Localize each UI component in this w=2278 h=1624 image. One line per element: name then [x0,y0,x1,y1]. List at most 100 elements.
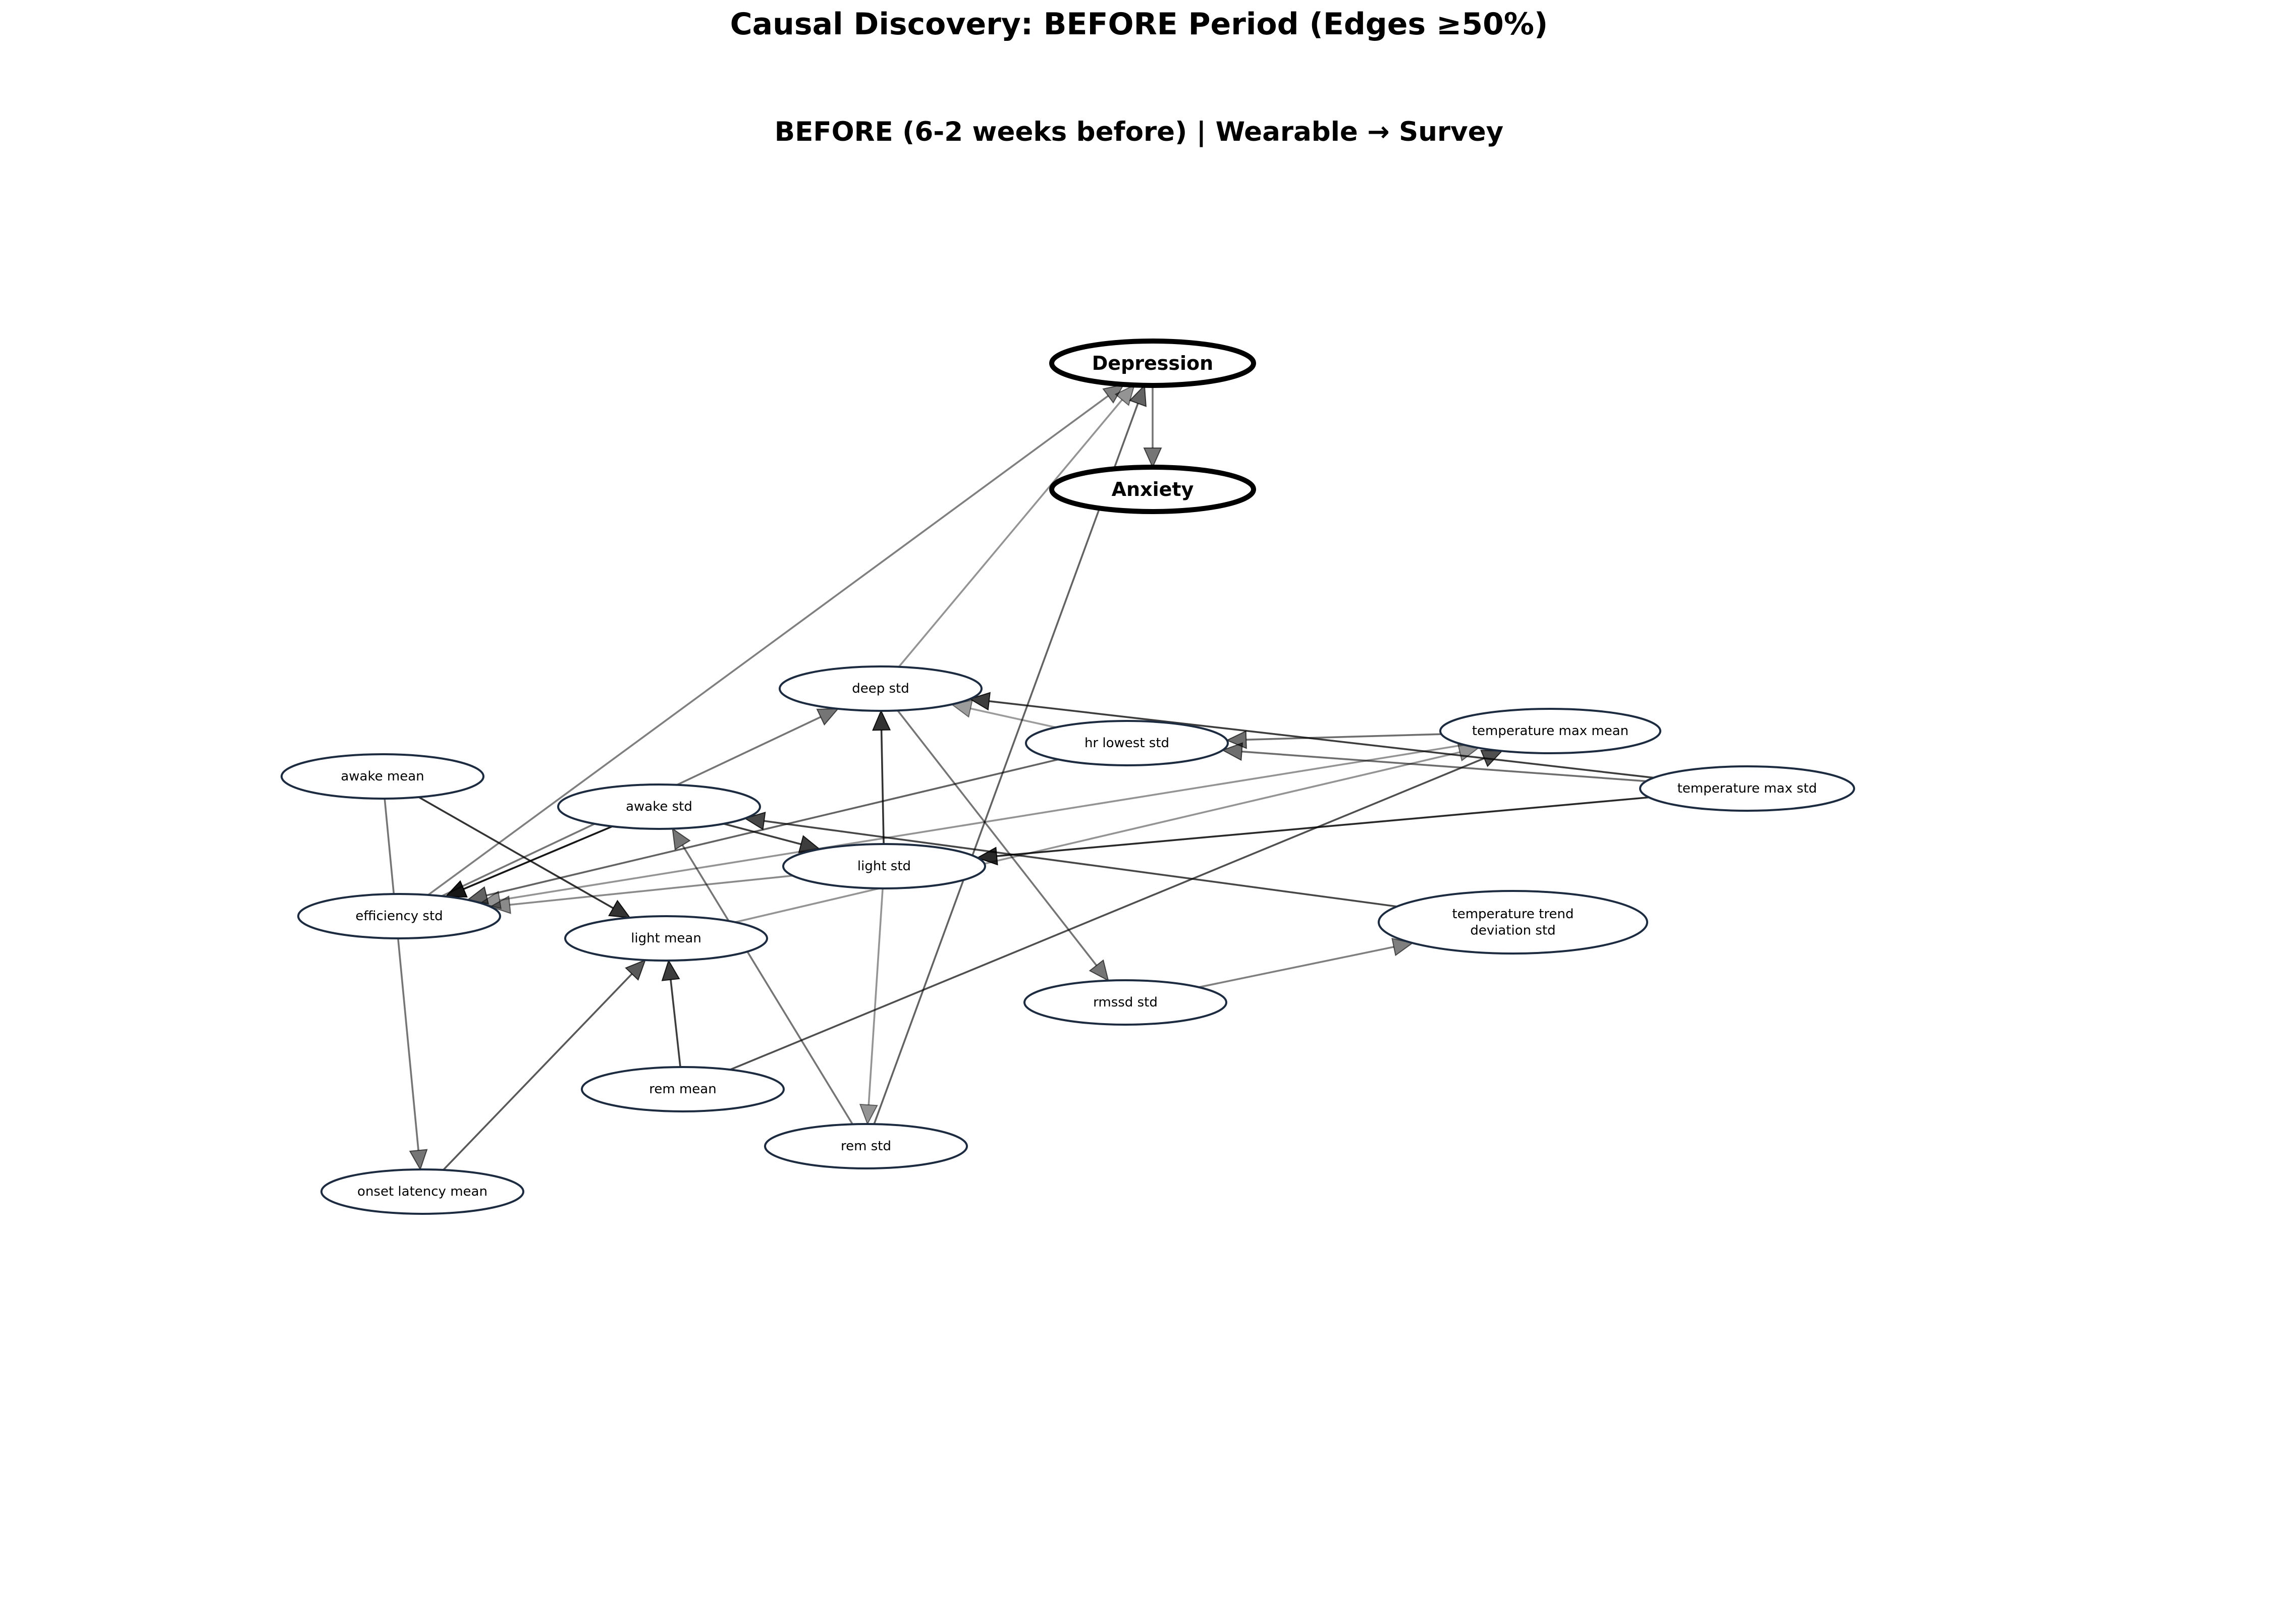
edge-temperature_max_std-to-deep_std [968,692,1654,779]
edge-line [681,845,853,1125]
edge-rem_mean-to-temperature_max_mean [730,750,1503,1071]
edge-arrowhead [445,880,468,898]
edge-arrowhead [1129,384,1147,407]
edge-line [1246,733,1442,741]
node-awake-std: awake std [557,783,761,830]
edge-rem_std-to-awake_std [672,827,853,1125]
edge-light_std-to-deep_std [872,709,891,845]
edge-line [730,757,1485,1071]
node-label: light mean [631,931,701,946]
node-rmssd-std: rmssd std [1023,979,1227,1026]
edge-arrowhead [1143,447,1162,469]
edge-line [443,973,633,1171]
edge-arrowhead [968,692,991,711]
edge-line [873,403,1139,1125]
node-onset-latency-mean: onset latency mean [320,1168,524,1215]
node-ellipse [782,843,986,889]
edge-line [989,700,1654,779]
figure-title: Causal Discovery: BEFORE Period (Edges ≥… [730,7,1548,42]
edge-light_std-to-efficiency_std [489,874,793,914]
edge-arrowhead [661,959,680,981]
node-rem-mean: rem mean [581,1066,785,1112]
panel-subtitle: BEFORE (6-2 weeks before) | Wearable → S… [775,117,1503,147]
edge-line [764,820,1397,908]
edge-arrowhead [489,895,511,914]
node-label: rem std [841,1139,891,1154]
node-anxiety: Anxiety [1049,465,1256,514]
node-deep-std: deep std [779,665,983,712]
node-label: temperature max mean [1472,723,1629,739]
edge-rmssd_std-to-temperature_trend_deviation_std [1199,937,1414,988]
node-ellipse [764,1123,968,1169]
node-ellipse [1049,465,1256,514]
node-light-mean: light mean [564,915,768,962]
node-label: rmssd std [1093,995,1158,1010]
edge-awake_std-to-efficiency_std [445,825,613,898]
edge-arrowhead [872,709,891,731]
node-light-std: light std [782,843,986,889]
node-depression: Depression [1049,339,1256,388]
edge-line [1241,750,1647,782]
node-ellipse [581,1066,785,1112]
edge-line [735,751,1460,923]
edge-line [509,874,793,906]
edge-line [427,395,1109,896]
edge-line [970,707,1056,729]
edge-arrowhead [743,811,766,830]
edge-temperature_max_std-to-hr_lowest_std [1221,742,1647,782]
node-ellipse [557,783,761,830]
node-label: awake std [626,799,692,814]
edge-awake_mean-to-light_mean [418,796,631,919]
node-ellipse [281,753,484,800]
node-label: onset latency mean [357,1184,487,1199]
edge-arrowhead [1102,383,1125,404]
edge-line [723,823,801,846]
edge-line [996,796,1649,857]
edge-temperature_trend_deviation_std-to-awake_std [743,811,1397,908]
edge-onset_latency_mean-to-light_mean [443,959,646,1171]
node-temperature-max-std: temperature max std [1639,765,1855,812]
edge-line [499,744,1465,901]
edge-line [898,399,1123,667]
node-ellipse [1639,765,1855,812]
edge-line [486,758,1059,897]
node-awake-mean: awake mean [281,753,484,800]
edge-arrowhead [1221,742,1243,761]
node-label: awake mean [341,769,424,784]
edge-arrowhead [672,827,691,851]
node-label: Depression [1092,352,1213,374]
edge-arrowhead [816,708,839,726]
edge-depression-to-anxiety [1143,385,1162,469]
edge-rem_std-to-depression [873,384,1147,1125]
node-ellipse [297,893,501,939]
edge-awake_mean-to-onset_latency_mean [384,798,428,1171]
node-label: Anxiety [1112,478,1194,500]
edge-efficiency_std-to-depression [427,383,1125,896]
edge-line [880,730,885,845]
edge-line [867,888,884,1105]
edge-arrowhead [1089,959,1109,982]
node-label: rem mean [649,1082,716,1097]
node-rem-std: rem std [764,1123,968,1169]
edge-line [1199,946,1394,988]
edge-hr_lowest_std-to-deep_std [950,699,1056,729]
node-ellipse [564,915,768,962]
node-label: temperature trend [1452,907,1574,922]
edge-arrowhead [859,1103,878,1126]
node-label: temperature max std [1677,781,1817,796]
node-label: hr lowest std [1084,736,1169,751]
node-ellipse [1378,890,1648,955]
node-ellipse [779,665,983,712]
node-ellipse [1023,979,1227,1026]
edge-line [418,796,614,909]
node-ellipse [320,1168,524,1215]
edge-line [463,825,613,890]
edge-rem_mean-to-light_mean [661,959,681,1068]
node-temperature-max-mean: temperature max mean [1439,708,1661,754]
node-ellipse [1439,708,1661,754]
edge-deep_std-to-rmssd_std [897,710,1109,982]
edge-line [670,979,681,1068]
